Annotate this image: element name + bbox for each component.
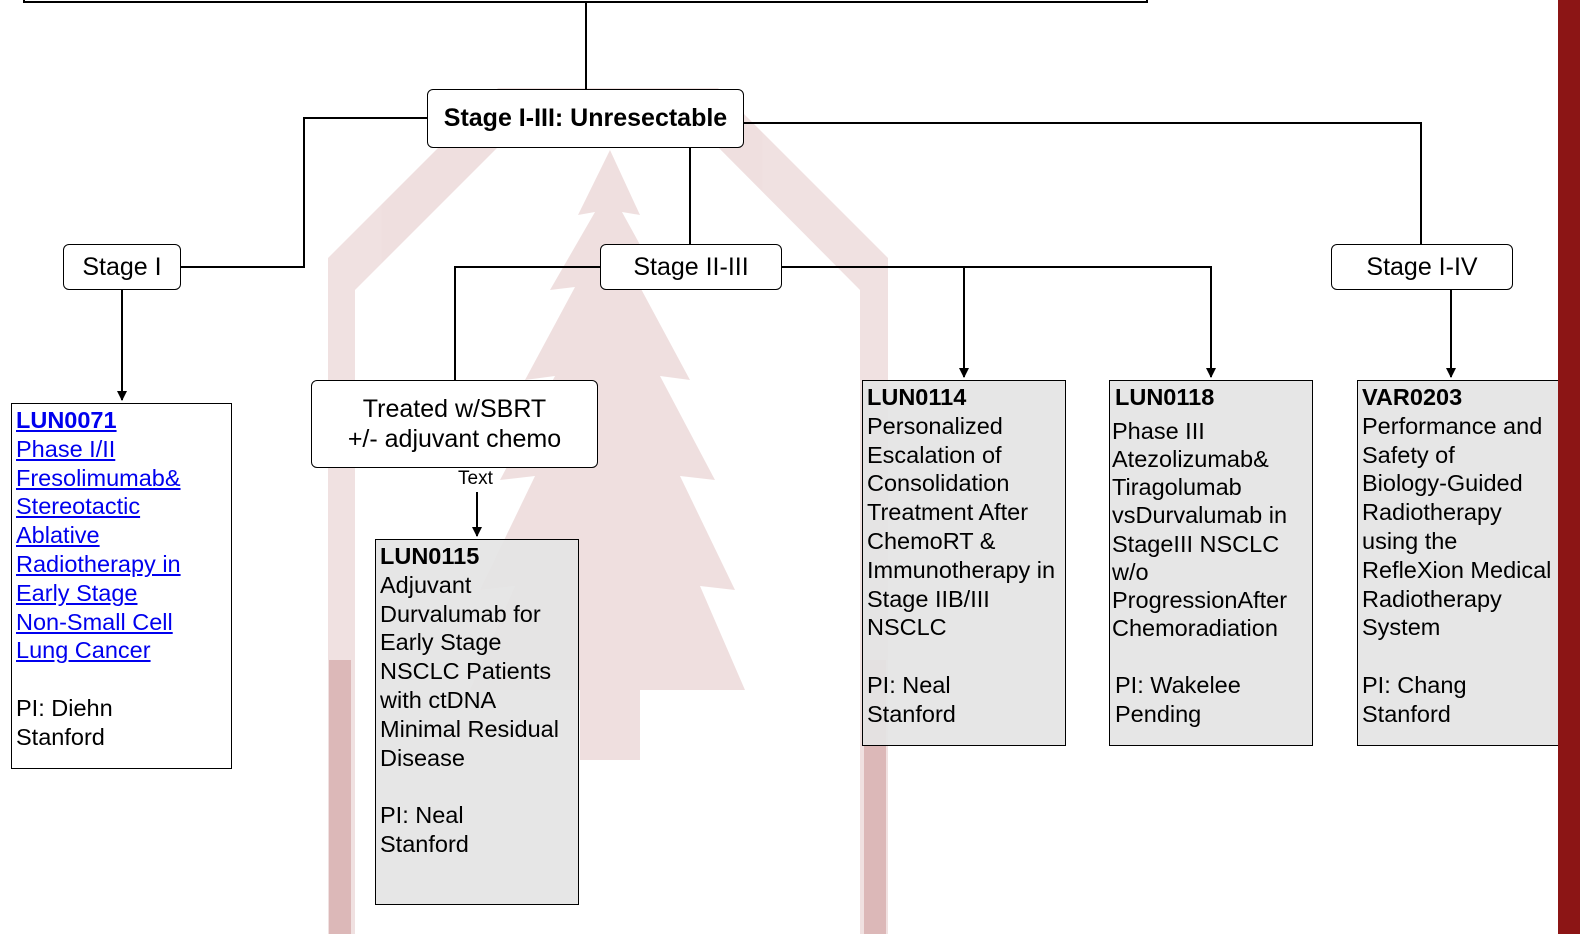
trial-lun0118-title: Phase III Atezolizumab& Tiragolumab vsDu…	[1112, 417, 1288, 642]
treated-line-1: Treated w/SBRT	[362, 395, 547, 423]
trial-lun0114-id: LUN0114	[867, 384, 967, 410]
trial-lun0115-title: Adjuvant Durvalumab for Early Stage NSCL…	[380, 571, 559, 771]
trial-lun0115-site: Stanford	[380, 830, 469, 857]
stage-1-label: Stage I	[82, 252, 162, 281]
trial-lun0114-site: Stanford	[867, 700, 956, 727]
treated-sbrt-node: Treated w/SBRT +/- adjuvant chemo	[311, 380, 598, 468]
stage-1-4-node: Stage I-IV	[1331, 244, 1513, 290]
trial-lun0071-site: Stanford	[16, 723, 105, 750]
trial-lun0115-id: LUN0115	[380, 543, 480, 569]
edge-stage23-to-lun0114	[782, 266, 969, 378]
trial-var0203-pi: PI: Chang	[1362, 671, 1467, 698]
treated-line-2: +/- adjuvant chemo	[347, 425, 562, 453]
trial-var0203-id: VAR0203	[1362, 384, 1463, 410]
trial-lun0071-pi: PI: Diehn	[16, 694, 113, 721]
trial-var0203-site: Stanford	[1362, 700, 1451, 727]
trial-lun0118: LUN0118 Phase III Atezolizumab& Tiragolu…	[1109, 380, 1313, 746]
stage-2-3-node: Stage II-III	[600, 244, 782, 290]
edge-stage23-to-lun0118	[964, 266, 1216, 378]
trial-lun0071-title[interactable]: Phase I/II Fresolimumab& Stereotactic Ab…	[16, 435, 181, 664]
top-box-outline	[23, 0, 1148, 3]
trial-var0203-title: Performance and Safety of Biology-Guided…	[1362, 412, 1552, 641]
stage-2-3-label: Stage II-III	[633, 252, 749, 281]
trial-lun0114: LUN0114 Personalized Escalation of Conso…	[862, 380, 1066, 746]
stage-1-4-label: Stage I-IV	[1366, 252, 1478, 281]
trial-var0203: VAR0203 Performance and Safety of Biolog…	[1357, 380, 1561, 746]
trial-lun0114-pi: PI: Neal	[867, 671, 951, 698]
trial-lun0118-site: Pending	[1115, 701, 1202, 728]
trial-lun0071-id[interactable]: LUN0071	[16, 407, 117, 433]
edge-stage23-to-treated	[454, 266, 600, 380]
root-stage-node: Stage I-III: Unresectable	[427, 89, 744, 148]
trial-lun0071[interactable]: LUN0071 Phase I/II Fresolimumab& Stereot…	[11, 403, 232, 769]
trial-lun0115-pi: PI: Neal	[380, 802, 464, 829]
right-accent-bar	[1558, 0, 1580, 934]
trial-lun0114-title: Personalized Escalation of Consolidation…	[867, 412, 1056, 641]
edge-root-to-stage1	[181, 117, 428, 268]
trial-lun0118-id: LUN0118	[1115, 384, 1215, 410]
edge-label: Text	[458, 468, 493, 489]
root-stage-label: Stage I-III: Unresectable	[443, 104, 728, 132]
stage-1-node: Stage I	[63, 244, 181, 290]
trial-lun0118-pi: PI: Wakelee	[1115, 672, 1241, 699]
edge-root-to-stage14	[744, 122, 1422, 244]
trial-lun0115: LUN0115 Adjuvant Durvalumab for Early St…	[375, 539, 579, 905]
